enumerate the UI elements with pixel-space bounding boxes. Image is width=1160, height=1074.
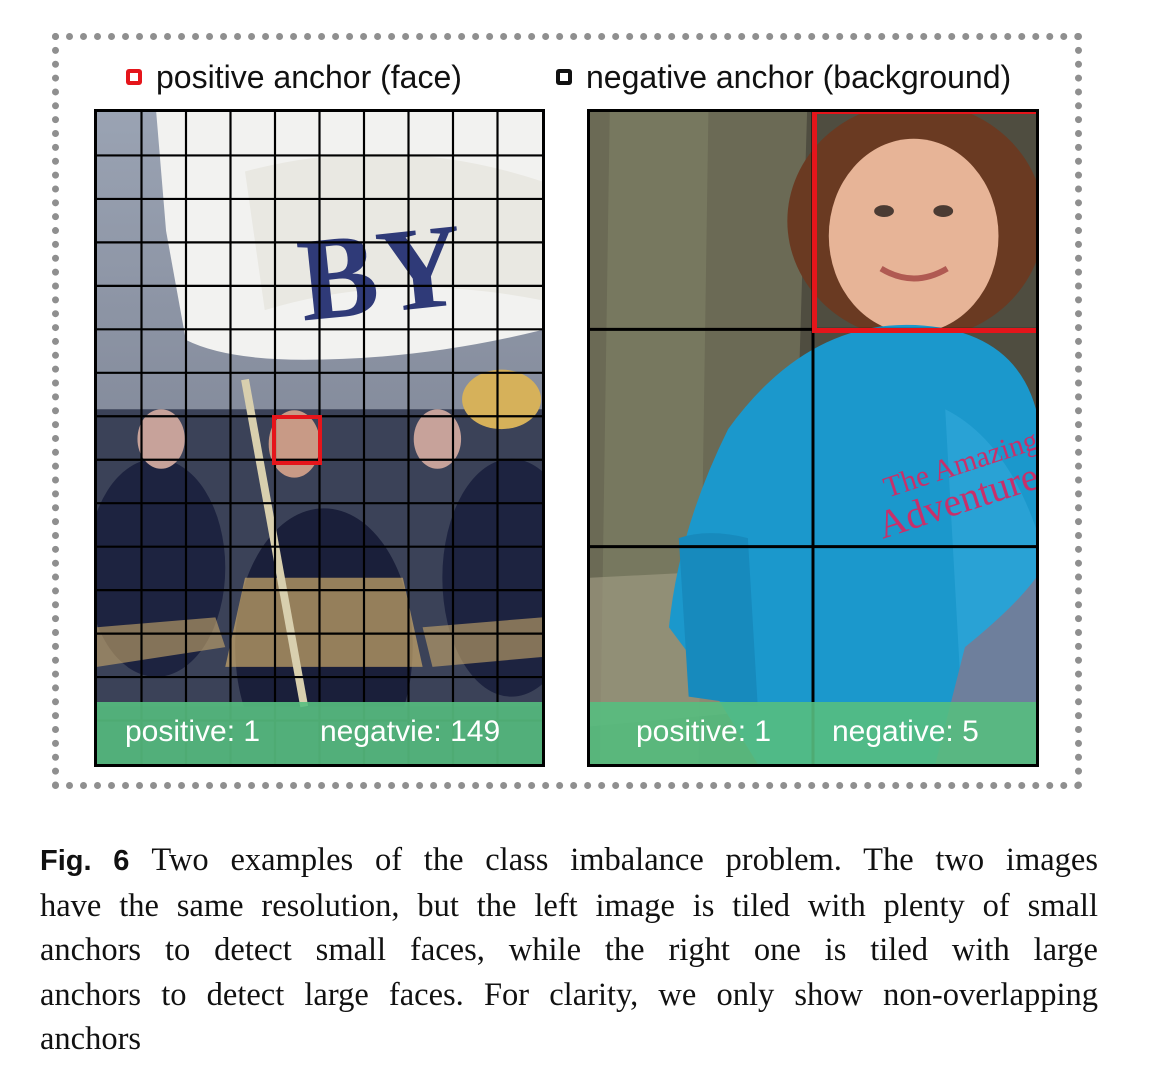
- positive-anchor-box: [272, 415, 322, 465]
- caption-line-1: Fig. 6 Two examples of the class imbalanc…: [40, 838, 1098, 884]
- caption-line-3: anchors to detect small faces, while the…: [40, 932, 1098, 968]
- positive-anchor-box-large: [812, 112, 1036, 333]
- left-count-bar: positive: 1 negatvie: 149: [97, 702, 542, 764]
- right-image-panel: The Amazing Adventures positive: 1 negat…: [587, 109, 1039, 767]
- right-negative-count: negative: 5: [832, 715, 979, 748]
- right-positive-count: positive: 1: [636, 715, 772, 748]
- figure-caption: Fig. 6 Two examples of the class imbalanc…: [40, 838, 1098, 1062]
- figure-label: Fig. 6: [40, 845, 130, 877]
- legend-negative: negative anchor (background): [556, 57, 1011, 97]
- svg-text:BY: BY: [292, 198, 469, 347]
- caption-line-5: anchors: [40, 1021, 142, 1057]
- figure-frame: [52, 33, 1082, 789]
- legend-positive: positive anchor (face): [126, 57, 462, 97]
- legend-positive-label: positive anchor (face): [156, 58, 462, 95]
- positive-anchor-swatch-icon: [126, 69, 142, 85]
- left-image-panel: BY positive: 1 negatvie: 149: [94, 109, 545, 767]
- left-positive-count: positive: 1: [125, 715, 261, 748]
- caption-line-4: anchors to detect large faces. For clari…: [40, 976, 1098, 1013]
- caption-line-2: have the same resolution, but the left i…: [40, 887, 1098, 924]
- negative-anchor-swatch-icon: [556, 69, 572, 85]
- legend-negative-label: negative anchor (background): [586, 58, 1012, 95]
- left-negative-count: negatvie: 149: [320, 715, 501, 748]
- caption-line-1-text: Two examples of the class imbalance prob…: [151, 842, 1098, 878]
- right-count-bar: positive: 1 negative: 5: [590, 702, 1036, 764]
